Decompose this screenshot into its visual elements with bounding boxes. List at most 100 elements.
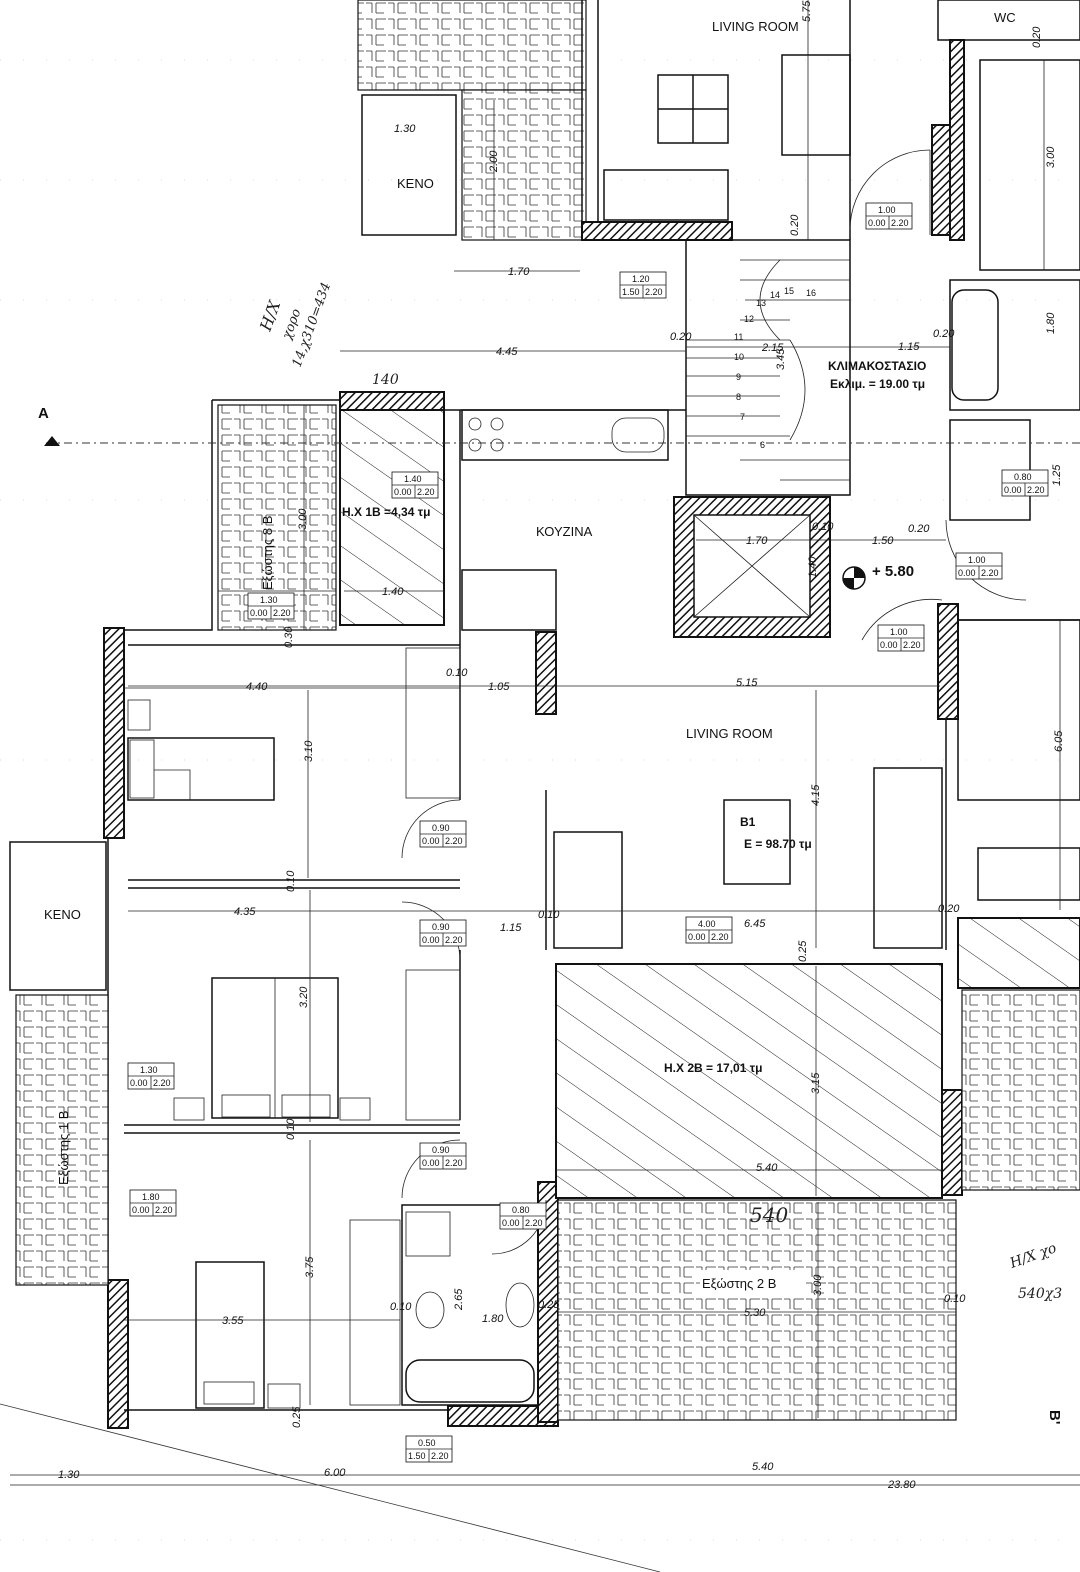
opening-tag: 1.30 0.00 2.20 (127, 1062, 175, 1090)
living-room-top-label: LIVING ROOM (712, 19, 799, 34)
opening-height: 2.20 (445, 836, 463, 846)
opening-sill: 0.00 (132, 1205, 150, 1215)
svg-text:0.25: 0.25 (538, 1299, 560, 1311)
opening-tag: 1.80 0.00 2.20 (129, 1189, 177, 1217)
opening-sill: 0.00 (422, 935, 440, 945)
level-marker: + 5.80 (842, 563, 914, 590)
bedroom-1 (127, 647, 461, 801)
opening-height: 2.20 (711, 932, 729, 942)
opening-sill: 1.50 (408, 1451, 426, 1461)
svg-text:0.10: 0.10 (538, 909, 560, 921)
svg-text:10: 10 (734, 352, 744, 362)
opening-sill: 0.00 (868, 218, 886, 228)
svg-text:12: 12 (744, 314, 754, 324)
svg-text:1.30: 1.30 (58, 1469, 80, 1481)
svg-text:1.50: 1.50 (872, 535, 894, 547)
svg-text:1.40: 1.40 (382, 586, 404, 598)
opening-height: 2.20 (417, 487, 435, 497)
opening-sill: 0.00 (422, 836, 440, 846)
svg-text:4.15: 4.15 (810, 784, 822, 806)
svg-text:Η/Χ: Η/Χ (256, 297, 285, 334)
opening-width: 1.30 (140, 1065, 158, 1075)
svg-text:5.75: 5.75 (801, 0, 813, 22)
wc-label: WC (994, 10, 1016, 25)
section-b-label: Β' (1046, 1410, 1063, 1424)
dimension-labels: 1.30 2.00 1.70 5.75 0.20 4.45 0.20 2.15 … (58, 0, 1065, 1491)
opening-height: 2.20 (445, 935, 463, 945)
staircase: 6 7 8 9 10 11 12 13 14 15 16 ΚΛΙΜΑΚΟΣΤΑΣ… (685, 239, 926, 496)
kitchen: ΚΟΥΖΙΝΑ (461, 409, 669, 631)
svg-text:5.30: 5.30 (744, 1307, 766, 1319)
opening-width: 0.80 (1014, 472, 1032, 482)
svg-text:+ 5.80: + 5.80 (872, 563, 914, 580)
svg-text:3.55: 3.55 (222, 1315, 244, 1327)
opening-width: 1.80 (142, 1192, 160, 1202)
svg-text:1.80: 1.80 (1045, 312, 1057, 334)
section-a-label: Α (38, 405, 49, 422)
svg-text:0.10: 0.10 (944, 1293, 966, 1305)
balcony-8b-label: Εξώστης 8 Β (260, 516, 275, 590)
svg-text:4.40: 4.40 (246, 681, 268, 693)
upper-void (361, 94, 457, 236)
opening-sill: 0.00 (250, 608, 268, 618)
svg-text:3.15: 3.15 (810, 1072, 822, 1094)
opening-sill: 1.50 (622, 287, 640, 297)
opening-height: 2.20 (525, 1218, 543, 1228)
opening-sill: 0.00 (958, 568, 976, 578)
svg-text:5.40: 5.40 (756, 1162, 778, 1174)
stair-area: Εκλιμ. = 19.00 τμ (830, 377, 925, 391)
svg-text:6.45: 6.45 (744, 918, 766, 930)
svg-text:1.80: 1.80 (482, 1313, 504, 1325)
svg-text:0.10: 0.10 (812, 521, 834, 533)
upper-balcony-tiles-2 (461, 89, 587, 241)
bedroom-3 (195, 1219, 401, 1409)
svg-text:0.25: 0.25 (291, 1406, 303, 1428)
opening-height: 2.20 (445, 1158, 463, 1168)
svg-text:1.30: 1.30 (394, 123, 416, 135)
opening-sill: 0.00 (502, 1218, 520, 1228)
opening-sill: 0.00 (130, 1078, 148, 1088)
opening-width: 1.30 (260, 595, 278, 605)
storage-2b-label: Η.Χ 2Β = 17,01 τμ (664, 1061, 762, 1075)
svg-text:0.20: 0.20 (1031, 26, 1043, 48)
wall (581, 221, 733, 241)
bathtub (951, 289, 999, 401)
door-swings (401, 519, 1027, 1255)
svg-text:2.65: 2.65 (453, 1288, 465, 1311)
opening-height: 2.20 (431, 1451, 449, 1461)
living-room: LIVING ROOM Β1 Ε = 98.70 τμ (553, 619, 1080, 949)
svg-text:1.70: 1.70 (746, 535, 768, 547)
sofa (603, 169, 729, 221)
dimension-lines (10, 0, 1080, 1486)
balcony-1b (15, 994, 109, 1286)
svg-text:1.40: 1.40 (807, 556, 819, 578)
stair-numbers: 6 7 8 9 10 11 12 13 14 15 16 (734, 286, 816, 450)
opening-width: 4.00 (698, 919, 716, 929)
opening-width: 1.00 (890, 627, 908, 637)
left-void-label: ΚΕΝΟ (44, 907, 81, 922)
svg-text:1.15: 1.15 (898, 341, 920, 353)
stair-title: ΚΛΙΜΑΚΟΣΤΑΣΙΟ (828, 359, 926, 373)
living-room-label: LIVING ROOM (686, 726, 773, 741)
opening-height: 2.20 (273, 608, 291, 618)
wall (931, 124, 951, 236)
svg-text:1.25: 1.25 (1051, 464, 1063, 486)
svg-text:9: 9 (736, 372, 741, 382)
opening-height: 2.20 (155, 1205, 173, 1215)
svg-text:3.75: 3.75 (304, 1256, 316, 1278)
svg-text:3.45: 3.45 (775, 348, 787, 370)
svg-text:14: 14 (770, 290, 780, 300)
svg-text:23.80: 23.80 (887, 1479, 916, 1491)
svg-text:2.00: 2.00 (488, 150, 500, 173)
svg-text:5.40: 5.40 (752, 1461, 774, 1473)
opening-height: 2.20 (1027, 485, 1045, 495)
svg-text:15: 15 (784, 286, 794, 296)
opening-height: 2.20 (153, 1078, 171, 1088)
svg-text:0.20: 0.20 (933, 328, 955, 340)
